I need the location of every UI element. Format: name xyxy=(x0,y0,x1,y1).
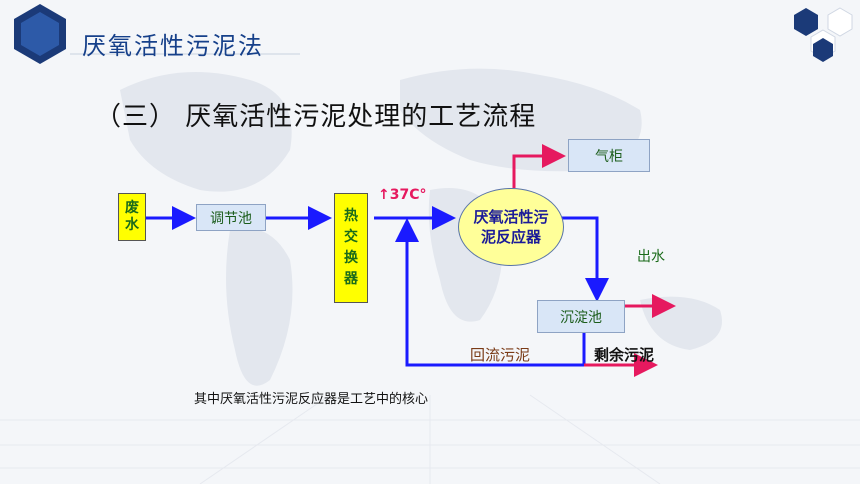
header-logo-hexagon xyxy=(14,4,66,64)
arrow-reactor-to-settling xyxy=(558,216,609,302)
section-title: （三） 厌氧活性污泥处理的工艺流程 xyxy=(95,102,537,132)
node-regulating-tank: 调节池 xyxy=(196,204,266,231)
arrow-return-sludge xyxy=(395,218,586,367)
decorative-hexagons xyxy=(794,7,853,62)
label-temperature: ↑37C° xyxy=(378,187,427,203)
node-settling-tank: 沉淀池 xyxy=(537,300,625,333)
header-title: 厌氧活性污泥法 xyxy=(82,32,264,60)
node-reactor: 厌氧活性污泥反应器 xyxy=(458,188,564,266)
label-excess-sludge: 剩余污泥 xyxy=(594,346,655,364)
arrow-reactor-to-gas-holder xyxy=(512,144,566,188)
node-gas-holder: 气柜 xyxy=(568,139,650,172)
label-return-sludge: 回流污泥 xyxy=(470,346,531,364)
node-waste-water: 废水 xyxy=(118,193,146,241)
caption: 其中厌氧活性污泥反应器是工艺中的核心 xyxy=(194,392,429,407)
node-heat-exchanger: 热交换器 xyxy=(334,193,368,303)
label-outflow: 出水 xyxy=(637,249,665,265)
